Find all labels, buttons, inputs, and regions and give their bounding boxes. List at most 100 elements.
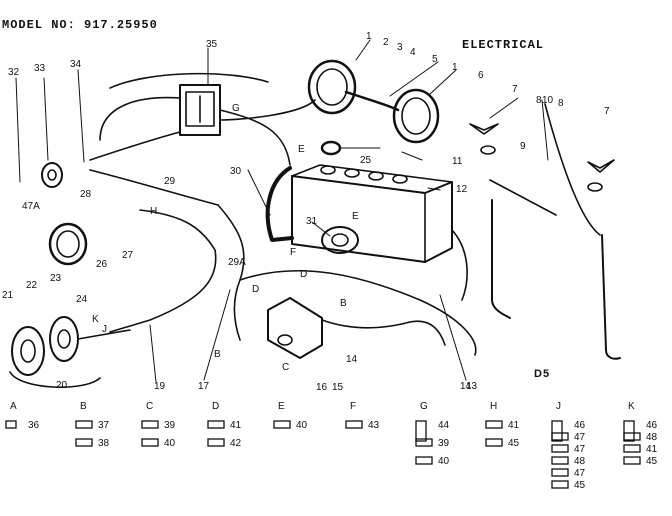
hardware-K-part-number: 41 [646, 444, 658, 455]
callout-c2: 2 [383, 37, 389, 48]
hardware-G-part-number: 39 [438, 438, 450, 449]
hardware-J-part-icon [551, 432, 569, 441]
harness-top [109, 72, 269, 89]
hardware-F-part-number: 43 [368, 420, 380, 431]
callout-c28: 28 [80, 189, 92, 200]
hardware-A-part-number: 36 [28, 420, 40, 431]
hardware-J-part-icon [551, 444, 569, 453]
callout-c22: 22 [26, 280, 38, 291]
hardware-letter-C: C [146, 401, 153, 412]
callout-lF: F [290, 247, 296, 258]
callout-c19: 19 [154, 381, 166, 392]
washer-right [587, 182, 603, 192]
hardware-G-part-number: 40 [438, 456, 450, 467]
callout-lK: K [92, 314, 99, 325]
hardware-J-part-icon [551, 420, 563, 442]
callout-lH: H [150, 206, 157, 217]
callout-lE2: E [352, 211, 359, 222]
hardware-letter-B: B [80, 401, 87, 412]
hardware-G-part-icon [415, 456, 433, 465]
harness-main [89, 131, 181, 161]
callout-c8b: 8 [558, 98, 564, 109]
hardware-K-part-number: 48 [646, 432, 658, 443]
callout-c14b: 14 [460, 381, 472, 392]
rod-right [601, 234, 621, 360]
hardware-J-part-number: 48 [574, 456, 586, 467]
horn [9, 316, 131, 388]
hardware-C-part-icon [141, 438, 159, 447]
hardware-H-part-icon [485, 420, 503, 429]
callout-c26: 26 [96, 259, 108, 270]
harness-horn [109, 209, 217, 333]
callout-c16: 16 [316, 382, 328, 393]
hardware-K-part-icon [623, 444, 641, 453]
hardware-letter-H: H [490, 401, 497, 412]
gauge [48, 222, 88, 266]
callout-c30: 30 [230, 166, 242, 177]
hardware-letter-J: J [556, 401, 561, 412]
callout-c4: 4 [410, 47, 416, 58]
harness-rear [239, 270, 477, 356]
callout-c25: 25 [360, 155, 372, 166]
callout-c8a: 8 [536, 95, 542, 106]
callout-c21: 21 [2, 290, 14, 301]
hardware-C-part-number: 39 [164, 420, 176, 431]
ignition-switch [41, 162, 63, 188]
battery [291, 164, 453, 263]
callout-c10: 10 [542, 95, 554, 106]
hardware-B-part-icon [75, 420, 93, 429]
hardware-E-part-icon [273, 420, 291, 429]
callout-lD2: D [300, 269, 307, 280]
hardware-H-part-number: 41 [508, 420, 520, 431]
starter-relay [267, 297, 323, 359]
wing-nut-right [587, 159, 615, 173]
hardware-letter-F: F [350, 401, 356, 412]
callout-c5: 5 [432, 54, 438, 65]
callout-c9: 9 [520, 141, 526, 152]
callout-c29a: 29A [228, 257, 246, 268]
callout-lB2: B [214, 349, 221, 360]
model-number: MODEL NO: 917.25950 [2, 18, 158, 32]
callout-c27: 27 [122, 250, 134, 261]
hardware-K-part-icon [623, 420, 635, 442]
washer-left [480, 145, 496, 155]
hardware-J-part-number: 47 [574, 444, 586, 455]
hardware-D-part-number: 42 [230, 438, 242, 449]
regulator [179, 84, 221, 136]
hardware-K-part-number: 46 [646, 420, 658, 431]
hardware-B-part-number: 38 [98, 438, 110, 449]
callout-c6: 6 [478, 70, 484, 81]
rod-9 [489, 179, 557, 216]
headlight-left [307, 59, 357, 115]
hardware-letter-A: A [10, 401, 17, 412]
callout-c35: 35 [206, 39, 218, 50]
callout-c32: 32 [8, 67, 20, 78]
hardware-D-part-icon [207, 438, 225, 447]
callout-c15: 15 [332, 382, 344, 393]
hardware-K-part-icon [623, 432, 641, 441]
wing-nut-left [469, 123, 499, 135]
callout-c23: 23 [50, 273, 62, 284]
grommet-25 [320, 140, 342, 156]
hardware-letter-D: D [212, 401, 219, 412]
hardware-K-part-number: 45 [646, 456, 658, 467]
callout-c3: 3 [397, 42, 403, 53]
hardware-letter-E: E [278, 401, 285, 412]
hardware-K-part-icon [623, 456, 641, 465]
hardware-H-part-icon [485, 438, 503, 447]
hardware-J-part-number: 47 [574, 432, 586, 443]
hardware-G-part-icon [415, 438, 433, 447]
hardware-A-part-icon [5, 420, 17, 429]
hardware-G-part-number: 44 [438, 420, 450, 431]
hardware-B-part-number: 37 [98, 420, 110, 431]
callout-c1a: 1 [366, 31, 372, 42]
section-title: ELECTRICAL [462, 38, 545, 52]
callout-lG: G [232, 103, 240, 114]
rod-left [491, 199, 511, 319]
hardware-C-part-icon [141, 420, 159, 429]
callout-c14a: 14 [346, 354, 358, 365]
callout-c47a: 47A [22, 201, 40, 212]
callout-c13: 13 [466, 381, 478, 392]
hardware-J-part-icon [551, 468, 569, 477]
